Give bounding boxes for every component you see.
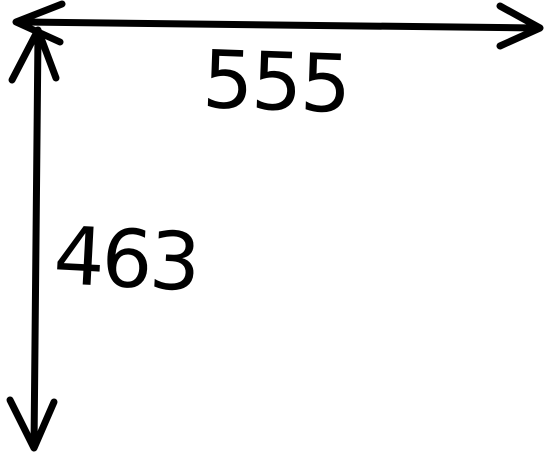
width-label: 555: [200, 33, 351, 132]
horizontal-arrow: [12, 0, 544, 50]
vertical-arrow: [6, 26, 60, 452]
horizontal-arrow-shaft: [20, 18, 540, 32]
vertical-arrow-bottom-head: [6, 396, 58, 452]
vertical-arrow-top-head: [8, 26, 60, 84]
vertical-arrow-shaft: [30, 30, 42, 450]
horizontal-arrow-right-head: [496, 2, 544, 50]
height-label: 463: [51, 209, 200, 310]
horizontal-arrow-left-head: [12, 0, 66, 46]
